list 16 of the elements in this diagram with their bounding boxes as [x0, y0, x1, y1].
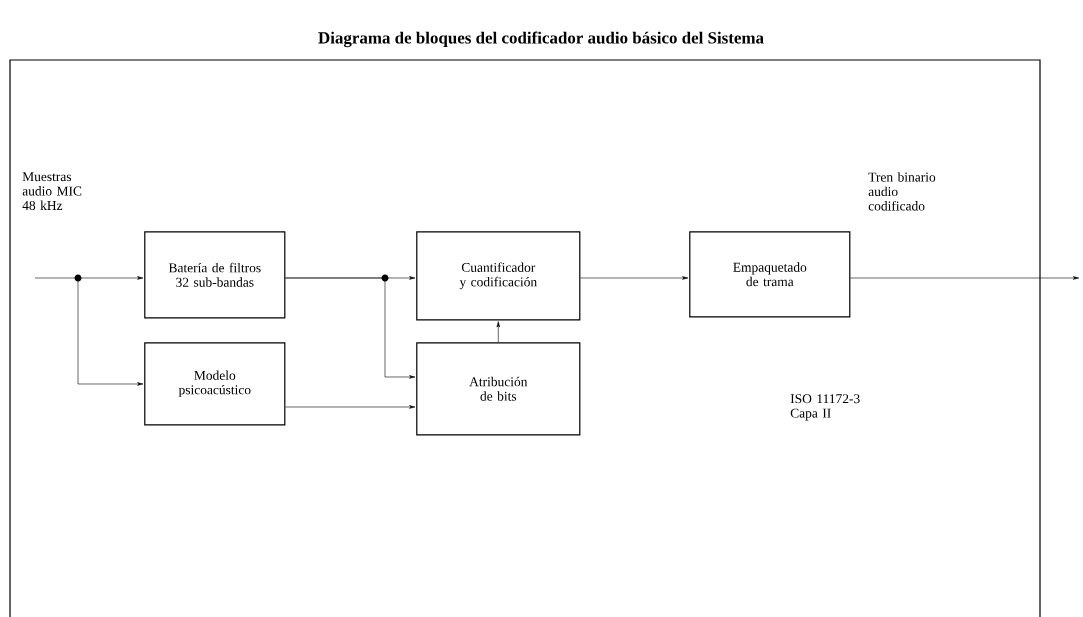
- arrow: [285, 405, 416, 409]
- arrow: [580, 276, 689, 280]
- process-box: Empaquetado de trama: [689, 231, 851, 318]
- process-box: Cuantificador y codificación: [416, 231, 581, 321]
- signal-label: Tren binario audio codificado: [868, 172, 936, 211]
- process-box: Atribución de bits: [416, 342, 581, 436]
- signal-label: Muestras audio MIC 48 kHz: [22, 172, 82, 210]
- process-box: Modelo psicoacústico: [144, 342, 286, 426]
- title: Diagrama de bloques del codificador audio básico del Sistema: [318, 31, 764, 48]
- arrow: [285, 274, 416, 379]
- process-box: Batería de filtros 32 sub-bandas: [144, 231, 286, 319]
- signal-label: ISO 11172-3 Capa II: [790, 394, 860, 421]
- arrow: [34, 274, 144, 282]
- frame: [9, 59, 1041, 617]
- arrow: [850, 276, 1080, 280]
- arrow: [496, 321, 500, 343]
